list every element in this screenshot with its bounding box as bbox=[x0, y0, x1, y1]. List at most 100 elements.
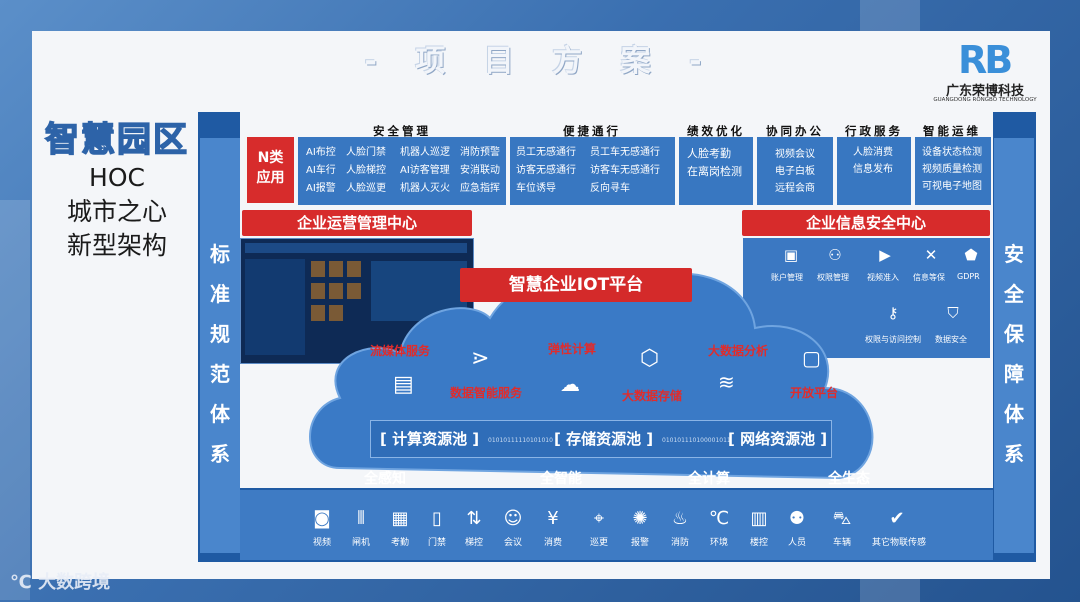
storage-pool: [ 存储资源池 ] bbox=[554, 428, 653, 452]
app-item: 设备状态检测 bbox=[922, 143, 982, 158]
category-header-performance: 绩效优化 bbox=[680, 123, 752, 137]
device-item: ☺会议 bbox=[495, 505, 531, 548]
app-item: 安消联动 bbox=[460, 161, 500, 176]
gate-icon: ⫴ bbox=[343, 505, 379, 533]
app-item: 员工车无感通行 bbox=[590, 143, 660, 158]
app-item: 视频会议 bbox=[775, 145, 815, 160]
device-item: ◙ 视频 bbox=[304, 505, 340, 548]
device-item: ⚉人员 bbox=[779, 505, 815, 548]
security-item-label: 信息等保 bbox=[913, 272, 945, 283]
side-char: 规 bbox=[200, 318, 240, 347]
cloud-compute-icon: ☁ bbox=[560, 372, 580, 396]
category-header-office: 协同办公 bbox=[758, 123, 832, 137]
operations-center-header: 企业运营管理中心 bbox=[242, 210, 472, 236]
service-label: 流媒体服务 bbox=[370, 342, 430, 359]
company-logo: RB 广东荣博科技 GUANGDONG RONGBO TECHNOLOGY bbox=[930, 38, 1040, 108]
side-char: 系 bbox=[994, 438, 1034, 467]
app-item: 人脸巡更 bbox=[346, 179, 386, 194]
watermark-text: 大数跨境 bbox=[38, 572, 110, 593]
category-header-ops: 智能运维 bbox=[916, 123, 988, 137]
category-header-admin: 行政服务 bbox=[838, 123, 910, 137]
info-grade-icon: ✕ bbox=[919, 246, 943, 264]
app-item: AI车行 bbox=[306, 161, 336, 176]
bg-building-strip bbox=[0, 200, 30, 600]
media-server-icon: ▤ bbox=[393, 372, 414, 397]
pillar-label: 全计算 bbox=[688, 468, 730, 488]
iot-sensor-icon: ✔ bbox=[872, 505, 922, 533]
service-label: 开放平台 bbox=[790, 384, 838, 401]
device-label: 考勤 bbox=[382, 535, 418, 548]
n-apps-line: N类 bbox=[247, 148, 294, 168]
app-item: 在离岗检测 bbox=[687, 163, 742, 179]
side-char: 全 bbox=[994, 278, 1034, 307]
storage-hex-icon: ⬡ bbox=[640, 346, 659, 371]
app-item: AI布控 bbox=[306, 143, 336, 158]
service-label: 数据智能服务 bbox=[450, 384, 522, 401]
app-item: 人脸消费 bbox=[853, 143, 893, 158]
cctv-camera-icon: ◙ bbox=[304, 505, 340, 533]
n-apps-line: 应用 bbox=[247, 168, 294, 188]
pillar-label: 全感知 bbox=[364, 468, 406, 488]
side-char: 保 bbox=[994, 318, 1034, 347]
watermark: ℃ 大数跨境 bbox=[10, 568, 110, 594]
side-char: 系 bbox=[200, 438, 240, 467]
device-item: ♨消防 bbox=[662, 505, 698, 548]
open-platform-icon: ▢ bbox=[802, 346, 821, 370]
device-label: 车辆 bbox=[824, 535, 860, 548]
shield-check-icon: ⛉ bbox=[941, 304, 965, 322]
device-label: 门禁 bbox=[419, 535, 455, 548]
app-item: 车位诱导 bbox=[516, 179, 556, 194]
device-item: ✔ 其它物联传感 bbox=[872, 505, 922, 548]
app-item: 视频质量检测 bbox=[922, 160, 982, 175]
service-label: 大数据存储 bbox=[622, 387, 682, 404]
side-char: 障 bbox=[994, 358, 1034, 387]
category-performance: 人脸考勤 在离岗检测 bbox=[679, 137, 753, 205]
smart-park-title: 智慧园区 bbox=[42, 112, 192, 161]
patrol-route-icon: ⌖ bbox=[581, 505, 617, 533]
left-title-block: 智慧园区 HOC 城市之心 新型架构 bbox=[42, 112, 192, 263]
app-item: 电子白板 bbox=[775, 162, 815, 177]
device-item: ⫴ 闸机 bbox=[343, 505, 379, 548]
side-char: 范 bbox=[200, 358, 240, 387]
device-item: ⇅梯控 bbox=[456, 505, 492, 548]
device-label: 会议 bbox=[495, 535, 531, 548]
app-item: 人脸门禁 bbox=[346, 143, 386, 158]
device-item: ¥消费 bbox=[535, 505, 571, 548]
device-item: ▦考勤 bbox=[382, 505, 418, 548]
service-label: 大数据分析 bbox=[708, 342, 768, 359]
thermometer-icon: ℃ bbox=[701, 505, 737, 533]
car-icon: ⛍ bbox=[824, 505, 860, 533]
app-item: 访客无感通行 bbox=[516, 161, 576, 176]
analytics-icon: ≋ bbox=[718, 370, 735, 394]
device-label: 巡更 bbox=[581, 535, 617, 548]
side-char: 体 bbox=[994, 398, 1034, 427]
device-label: 视频 bbox=[304, 535, 340, 548]
app-item: 机器人灭火 bbox=[400, 179, 450, 194]
security-item-label: GDPR bbox=[957, 272, 980, 281]
category-security: AI布控 人脸门禁 机器人巡逻 消防预警 AI车行 人脸梯控 AI访客管理 安消… bbox=[298, 137, 506, 205]
category-office: 视频会议 电子白板 远程会商 bbox=[757, 137, 833, 205]
app-item: 机器人巡逻 bbox=[400, 143, 450, 158]
category-ops: 设备状态检测 视频质量检测 可视电子地图 bbox=[915, 137, 991, 205]
side-char: 标 bbox=[200, 238, 240, 267]
category-admin: 人脸消费 信息发布 bbox=[837, 137, 911, 205]
app-item: 人脸考勤 bbox=[687, 145, 731, 161]
device-label: 其它物联传感 bbox=[872, 535, 922, 548]
app-item: 应急指挥 bbox=[460, 179, 500, 194]
logo-name-en: GUANGDONG RONGBO TECHNOLOGY bbox=[930, 97, 1040, 103]
app-item: 反向寻车 bbox=[590, 179, 630, 194]
building-icon: ▥ bbox=[741, 505, 777, 533]
device-label: 人员 bbox=[779, 535, 815, 548]
slide-title: - 项 目 方 案 - bbox=[0, 36, 1080, 80]
device-item: ⌖ 巡更 bbox=[581, 505, 617, 548]
data-share-icon: ⋗ bbox=[471, 346, 489, 371]
device-label: 闸机 bbox=[343, 535, 379, 548]
device-item: ✺报警 bbox=[622, 505, 658, 548]
network-pool: [ 网络资源池 ] bbox=[728, 428, 827, 452]
binary-stream: 01010111110101010 bbox=[488, 437, 553, 444]
device-label: 环境 bbox=[701, 535, 737, 548]
left-subtitle-line: 新型架构 bbox=[42, 229, 192, 263]
app-item: 消防预警 bbox=[460, 143, 500, 158]
watermark-logo-icon: ℃ bbox=[10, 572, 38, 593]
door-icon: ▯ bbox=[419, 505, 455, 533]
